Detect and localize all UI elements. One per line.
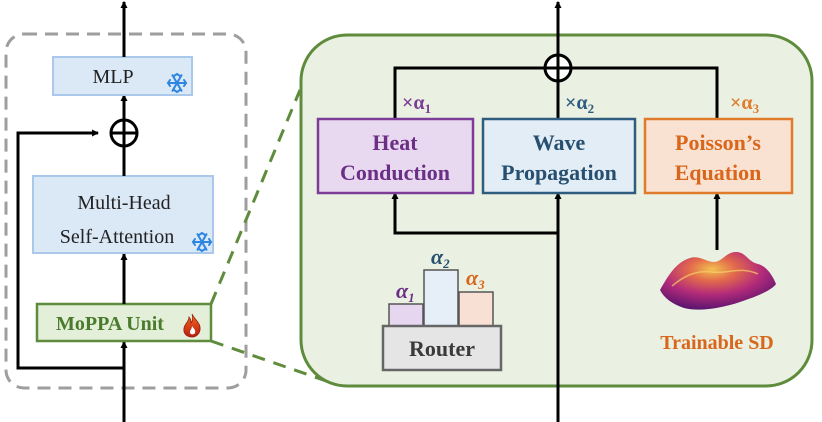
snowflake-icon (166, 72, 188, 94)
heat-expert-line1: Heat (372, 130, 418, 155)
circled-plus-icon (543, 53, 573, 83)
router-box[interactable] (381, 324, 503, 372)
mlp-label: MLP (92, 66, 133, 88)
moppa-unit-box[interactable] (35, 302, 213, 343)
router-bar-3-label: α3 (466, 265, 485, 292)
poisson-output-line (571, 66, 719, 119)
moppa-unit-label: MoPPA Unit (56, 313, 164, 335)
encoder-dashed-frame (4, 32, 248, 390)
circled-plus-icon (109, 118, 139, 148)
residual-connection (16, 129, 124, 370)
poisson-expert-line1: Poisson’s (675, 130, 761, 155)
wave-propagation-expert[interactable] (481, 117, 637, 195)
input-to-heat-arrow (391, 191, 558, 235)
poisson-weight-label: ×α3 (730, 92, 760, 116)
wave-weight-label: ×α2 (565, 92, 594, 116)
surface-plot-ridge (671, 269, 759, 287)
surface-plot-image (660, 252, 776, 310)
router: Router α1 α2 α3 (381, 244, 503, 372)
router-bar-2 (423, 269, 459, 327)
self-attention-box[interactable] (32, 175, 214, 254)
wave-expert-line1: Wave (533, 130, 586, 155)
router-label: Router (409, 336, 475, 361)
wave-expert-line2: Propagation (501, 160, 617, 185)
flame-icon (183, 313, 201, 338)
poisson-expert-line2: Equation (675, 160, 762, 185)
self-attention-line2: Self-Attention (60, 226, 174, 248)
trainable-sd-label: Trainable SD (660, 332, 774, 354)
router-bar-2-label: α2 (431, 244, 450, 271)
poisson-equation-expert[interactable] (643, 117, 794, 195)
router-bar-1 (388, 303, 424, 327)
moppa-detail-panel: ×α1 ×α2 ×α3 Heat Conduction Wave Propaga… (299, 0, 814, 422)
heat-expert-line2: Conduction (340, 160, 450, 185)
router-bar-3 (458, 291, 494, 327)
trainable-sd-surface: Trainable SD (660, 252, 776, 354)
snowflake-icon (191, 231, 213, 253)
self-attention-line1: Multi-Head (77, 192, 170, 214)
router-bar-1-label: α1 (396, 278, 415, 305)
heat-conduction-expert[interactable] (316, 117, 475, 195)
zoom-line-top (209, 89, 302, 305)
encoder-block: MoPPA Unit Multi-Head Self-Attention (4, 0, 248, 422)
heat-output-line (393, 66, 545, 119)
heat-weight-label: ×α1 (402, 92, 431, 116)
